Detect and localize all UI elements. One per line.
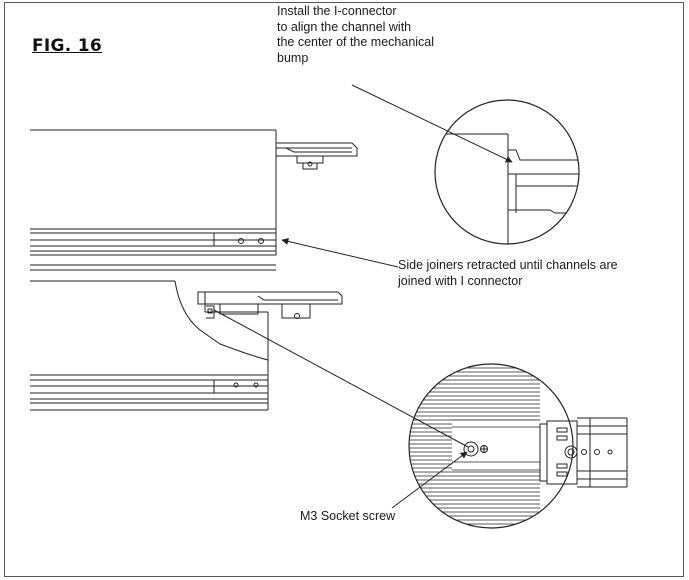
detail-circle-bump xyxy=(434,99,580,245)
callout-side-joiners: Side joiners retracted until channels ar… xyxy=(398,258,618,288)
lower-channel xyxy=(30,264,276,411)
figure-frame xyxy=(4,2,684,577)
callout-m3-socket-screw: M3 Socket screw xyxy=(300,509,396,523)
callout-install-connector: Install the I-connector to align the cha… xyxy=(277,4,435,65)
upper-channel xyxy=(30,129,277,256)
figure-label: FIG. 16 xyxy=(32,36,103,56)
upper-side-joiner xyxy=(276,142,358,170)
leader-lines xyxy=(213,84,513,509)
lower-side-joiner xyxy=(197,291,343,319)
